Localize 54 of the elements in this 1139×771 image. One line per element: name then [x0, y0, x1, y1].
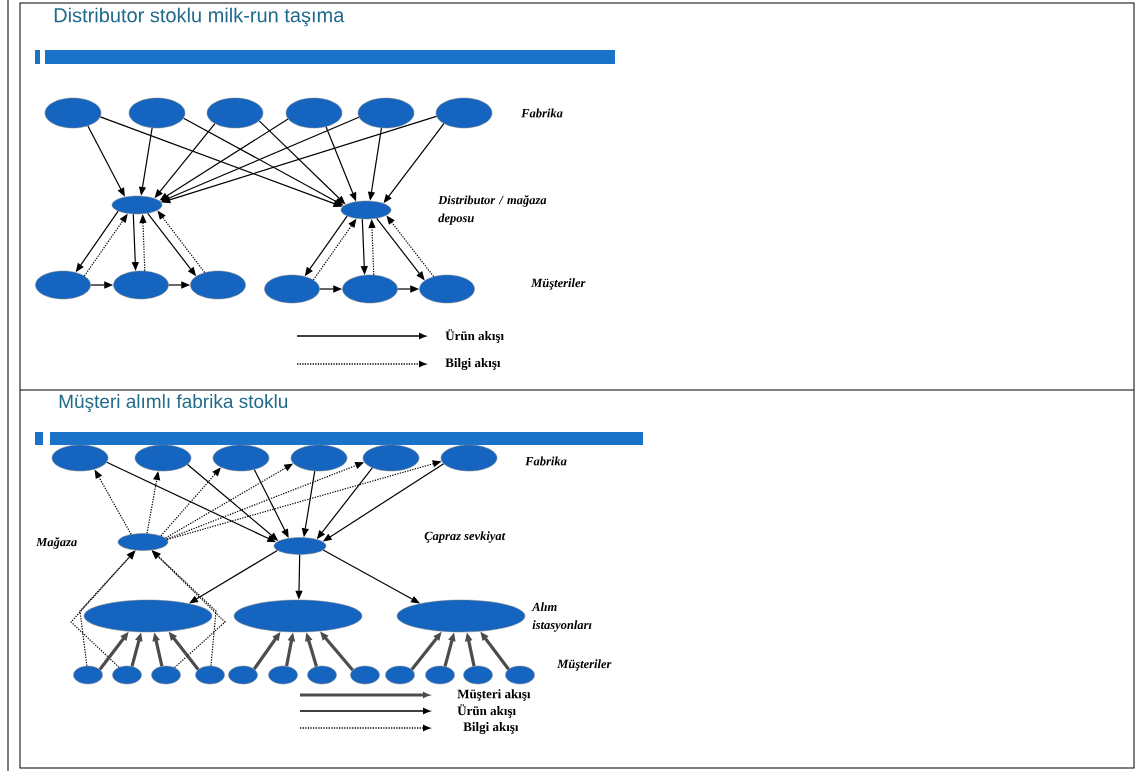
ellipse-node	[307, 665, 337, 685]
ellipse-node	[212, 444, 270, 472]
ellipse-node	[83, 599, 213, 633]
ellipse-node	[505, 665, 535, 685]
ellipse-node	[35, 270, 91, 300]
ellipse-node	[463, 665, 493, 685]
legend-item: Müşteri akışı	[300, 689, 531, 701]
ellipse-node	[285, 97, 343, 129]
title: Distributor stoklu milk-run taşıma	[54, 7, 345, 27]
label: Fabrika	[521, 108, 563, 118]
ellipse-node	[290, 444, 348, 472]
ellipse-node	[342, 274, 398, 304]
arrow	[189, 549, 278, 604]
ellipse-node	[350, 665, 380, 685]
ellipse-node	[264, 274, 320, 304]
ellipse-node	[233, 599, 363, 633]
ellipse-node	[419, 274, 475, 304]
ellipse-node	[113, 270, 169, 300]
legend-item: Bilgi akışı	[299, 722, 519, 734]
ellipse-node	[435, 97, 493, 129]
title: Müşteri alımlı fabrika stoklu	[59, 394, 288, 412]
arrow	[322, 549, 420, 604]
legend-item: Bilgi akışı	[296, 358, 501, 370]
ellipse-node	[425, 665, 455, 685]
ellipse-node	[111, 195, 163, 215]
ellipse-node	[44, 97, 102, 129]
legend-item: Ürün akışı	[296, 329, 504, 343]
ellipse-node	[357, 97, 415, 129]
ellipse-node	[195, 665, 225, 685]
ellipse-node	[190, 270, 246, 300]
ellipse-node	[128, 97, 186, 129]
ellipse-node	[117, 533, 169, 551]
ellipse-node	[228, 665, 258, 685]
ellipse-node	[206, 97, 264, 129]
ellipse-node	[73, 665, 103, 685]
label: Alım istasyonları	[531, 602, 592, 632]
label: Müşteriler	[557, 659, 612, 671]
ellipse-node	[268, 665, 298, 685]
label: Çapraz sevkiyat	[424, 531, 506, 543]
ellipse-node	[112, 665, 142, 685]
ellipse-node	[134, 444, 192, 472]
ellipse-node	[396, 599, 526, 633]
label: Fabrika	[525, 456, 567, 466]
label: Mağaza	[36, 537, 77, 549]
ellipse-node	[273, 537, 327, 555]
legend-item: Ürün akışı	[299, 704, 516, 718]
ellipse-node	[151, 665, 181, 685]
ellipse-node	[440, 444, 498, 472]
label: Distributor / mağaza deposu	[438, 195, 547, 225]
ellipse-node	[340, 200, 392, 220]
ellipse-node	[51, 444, 109, 472]
label: Müşteriler	[531, 278, 586, 290]
ellipse-node	[362, 444, 420, 472]
ellipse-node	[385, 665, 415, 685]
